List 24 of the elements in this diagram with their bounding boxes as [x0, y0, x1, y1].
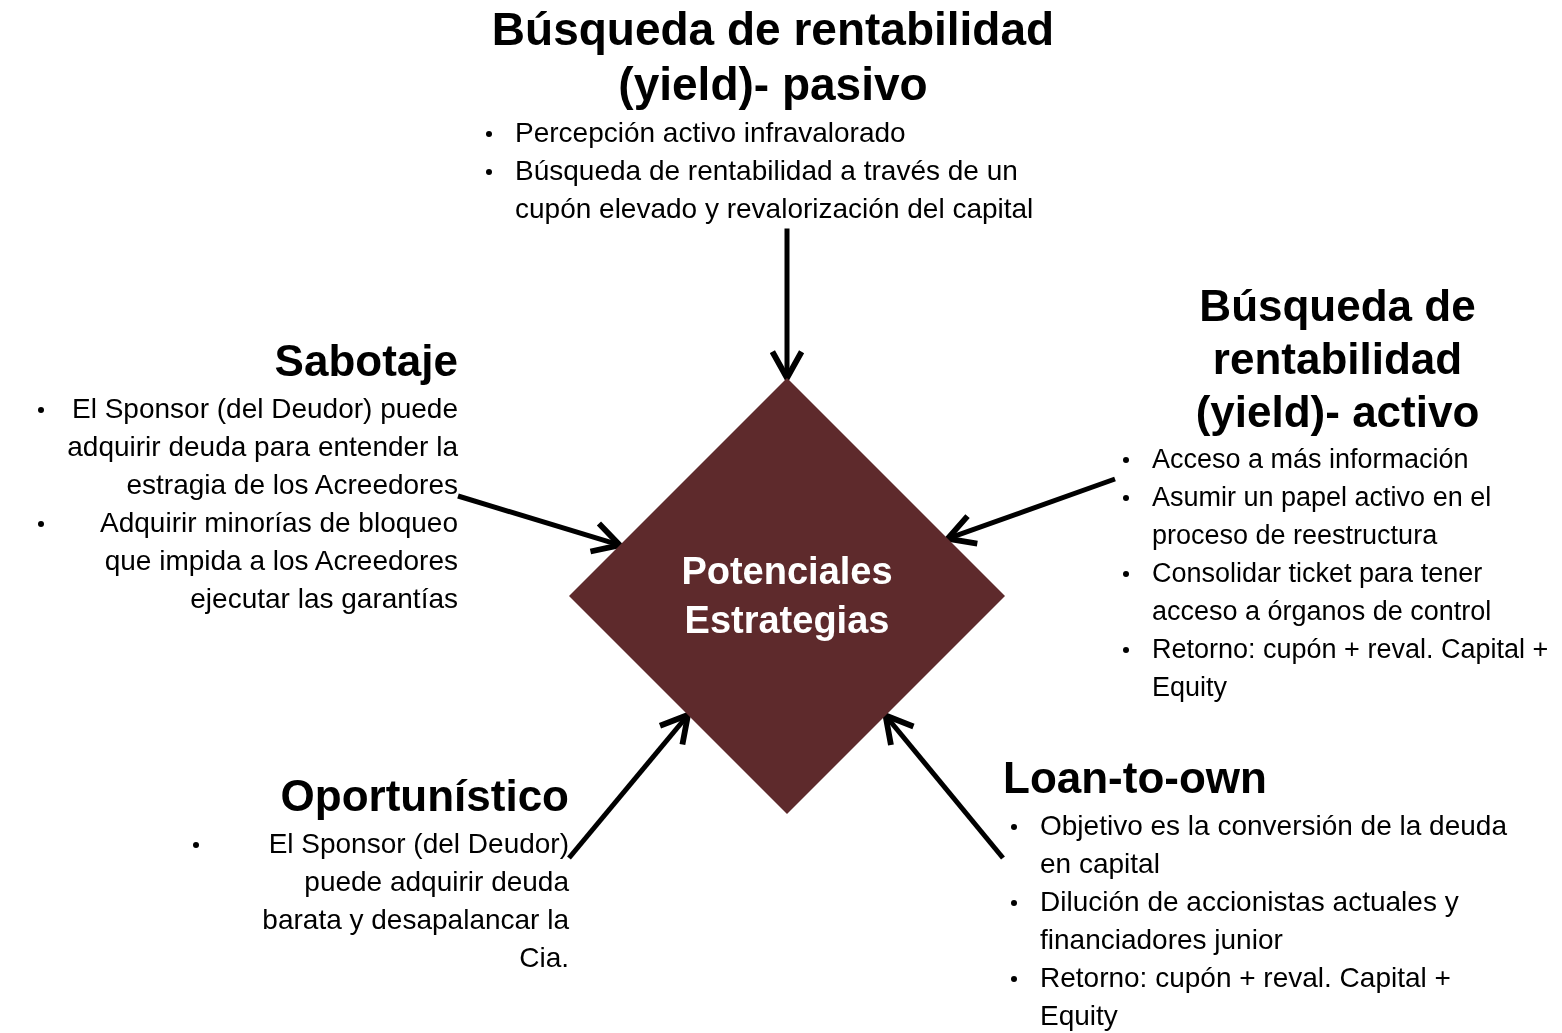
arrow — [567, 712, 691, 860]
bullet-text: Percepción activo infravalorado — [478, 114, 1068, 153]
diamond-label: Potenciales Estrategias — [680, 548, 894, 643]
bullet-text: Asumir un papel activo en el proceso de reestructura — [1115, 478, 1560, 555]
heading: Búsqueda de rentabilidad (yield)- pasivo — [490, 2, 1056, 113]
bullet-text: Consolidar ticket para tener acceso a órganos de control — [1115, 554, 1560, 631]
bullet-text: Dilución de accionistas actuales y financiadores junior — [1003, 882, 1528, 959]
bullet-text: Retorno: cupón + reval. Capital + Equity — [1115, 630, 1560, 707]
bullet-text: Objetivo es la conversión de la deuda en capital — [1003, 806, 1528, 883]
bullet-text: Adquirir minorías de bloqueo que impida a los Acreedores ejecutar las garantías — [30, 503, 458, 618]
bullet-text: El Sponsor (del Deudor) puede adquirir deuda barata y desapalancar la Cia. — [185, 824, 569, 977]
heading: Loan-to-own — [1003, 752, 1268, 804]
bullet-text: Retorno: cupón + reval. Capital + Equity — [1003, 958, 1528, 1033]
arrow — [882, 712, 1005, 860]
bullet-text: Acceso a más información — [1115, 440, 1560, 479]
bullet-text: Búsqueda de rentabilidad a través de un cupón elevado y revalorización del capital — [478, 152, 1068, 229]
heading: Oportunístico — [279, 770, 569, 822]
decision-diamond — [569, 378, 1005, 814]
arrow — [769, 228, 805, 381]
heading: Sabotaje — [273, 335, 458, 387]
arrow — [944, 476, 1116, 547]
heading: Búsqueda de rentabilidad (yield)- activo — [1194, 280, 1481, 438]
bullet-text: El Sponsor (del Deudor) puede adquirir deuda para entender la estragia de los Acreedores — [30, 389, 458, 504]
arrow — [457, 493, 623, 555]
